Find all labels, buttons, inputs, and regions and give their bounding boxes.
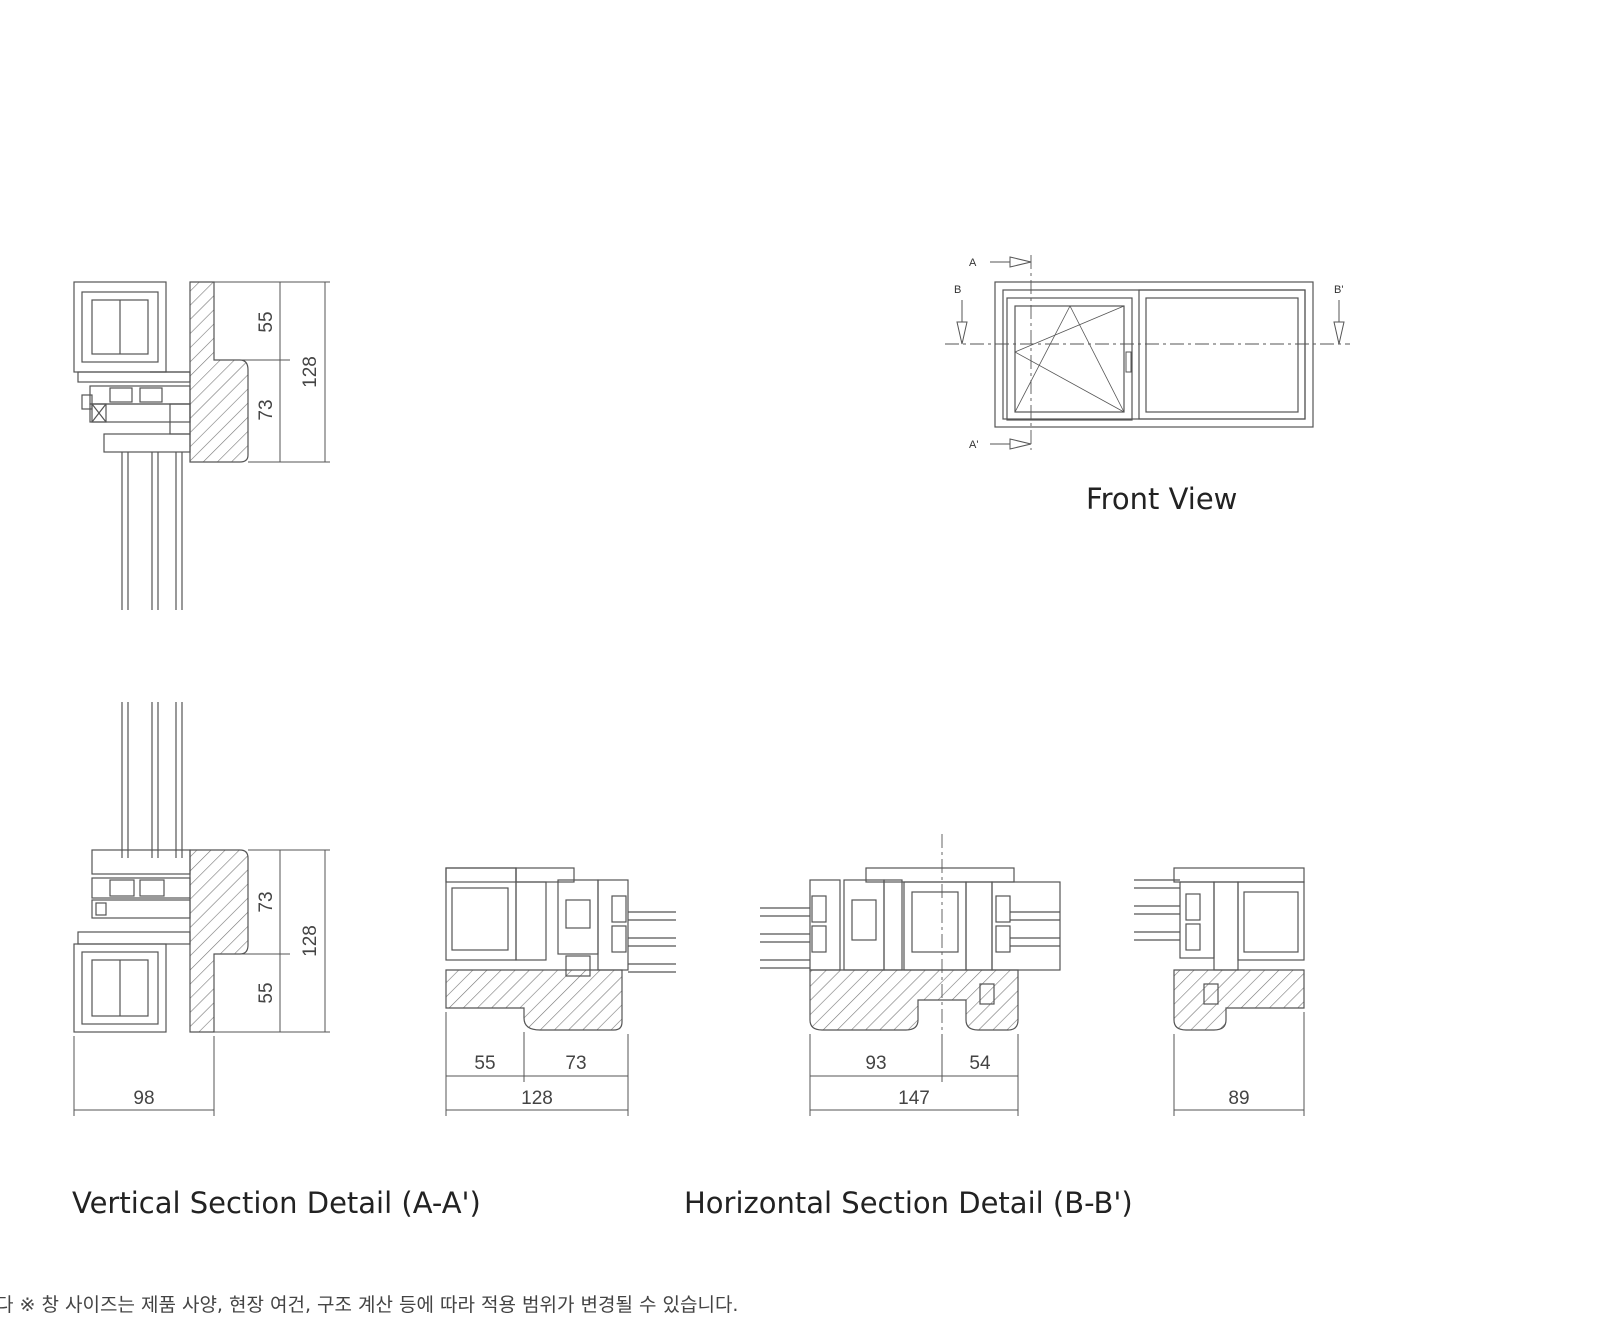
vertical-section-caption: Vertical Section Detail (A-A') [72,1186,481,1220]
horizontal-section-left [445,867,676,1031]
dim-vt-55: 55 [256,311,277,332]
dim-vt-73: 73 [256,399,277,420]
front-view-caption: Front View [1086,482,1238,516]
dim-vertical-width: 98 [133,1088,154,1109]
horizontal-section-middle [760,834,1061,1040]
section-label-a-prime: A' [969,439,978,451]
dim-vb-55: 55 [256,982,277,1003]
horizontal-section-caption: Horizontal Section Detail (B-B') [684,1186,1133,1220]
dim-hm-54: 54 [969,1053,991,1074]
section-label-b: B [954,284,961,296]
dim-vb-128: 128 [300,925,321,957]
section-label-b-prime: B' [1334,284,1343,296]
front-view-drawing [945,255,1350,450]
dim-hl-55: 55 [474,1053,495,1074]
vertical-section-bottom [73,702,249,1033]
dim-hm-93: 93 [865,1053,886,1074]
section-label-a: A [969,257,977,269]
dim-hm-147: 147 [898,1088,930,1109]
dim-hl-128: 128 [521,1088,553,1109]
footer-note: 다 ※ 창 사이즈는 제품 사양, 현장 여건, 구조 계산 등에 따라 적용 … [0,1294,739,1316]
horizontal-section-right [1134,867,1305,1031]
dim-vt-128: 128 [300,356,321,388]
dim-hl-73: 73 [565,1053,586,1074]
dimension-lines [73,281,1305,1116]
dim-hr-89: 89 [1228,1088,1249,1109]
vertical-section-top [73,281,249,610]
dim-vb-73: 73 [256,891,277,912]
